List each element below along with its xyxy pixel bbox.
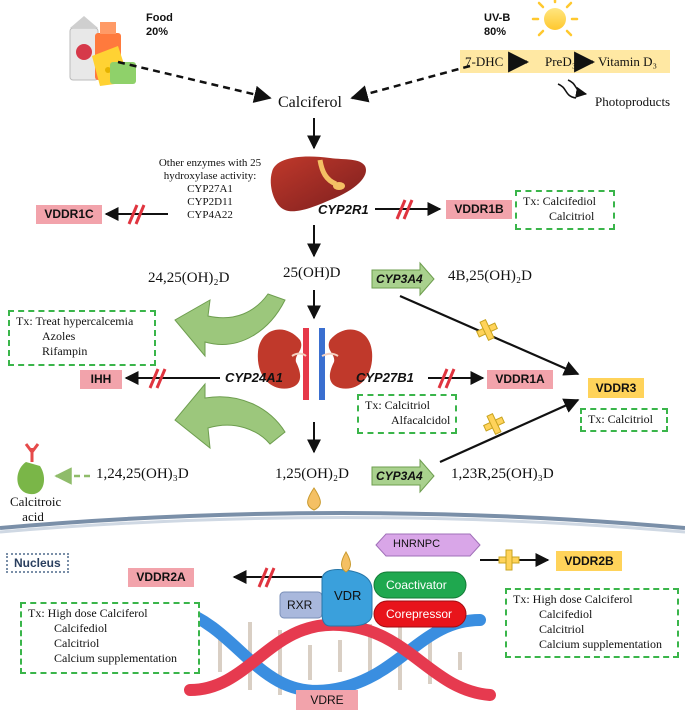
cyp3a4-bottom-label: CYP3A4 (376, 469, 423, 483)
other-enzymes-list: Other enzymes with 25 hydroxylase activi… (150, 157, 270, 222)
ihh-tx-line-3: Rifampin (42, 344, 88, 358)
skin-7dhc: 7-DHC (465, 54, 504, 69)
vddr1b-badge: VDDR1B (446, 200, 512, 219)
skin-pred3: PreD₃ (545, 54, 577, 69)
ihh-badge: IHH (80, 370, 122, 389)
gallbladder-icon (17, 443, 45, 495)
vddr3-treatment-box: Tx: Calcitriol (580, 408, 668, 432)
other-enzymes-cyp2d11: CYP2D11 (187, 196, 233, 208)
vddr2b-treatment-box: Tx: High dose Calciferol Calcifediol Cal… (505, 588, 679, 658)
plus-mark-top (476, 319, 498, 341)
vddr2a-tx-line-3: Calcitriol (54, 636, 100, 650)
other-enzymes-cyp27a1: CYP27A1 (187, 183, 233, 195)
coactivator-shape (373, 571, 467, 599)
metabolite-1-23r-25ohd: 1,23R,25(OH)₃D (451, 466, 554, 482)
vddr1b-tx-line-2: Calcitriol (549, 209, 595, 223)
block-mark-vddr1a (437, 368, 456, 389)
metabolite-1-24-25ohd: 1,24,25(OH)₃D (96, 466, 189, 482)
vddr2b-badge: VDDR2B (556, 551, 622, 571)
other-enzymes-cyp4a22: CYP4A22 (187, 209, 233, 221)
hnrnpc-shape (375, 533, 481, 557)
food-to-calciferol-arrow (117, 60, 272, 103)
123r-to-vddr3-arrow (439, 398, 580, 464)
cyp3a4-bottom-arrow (371, 458, 435, 494)
vddr1a-treatment-box: Tx: Calcitriol Alfacalcidol (357, 394, 457, 434)
corepressor-label: Corepressor (386, 607, 453, 621)
vddr2b-tx-line-4: Calcium supplementation (539, 637, 662, 651)
vddr1a-badge: VDDR1A (487, 370, 553, 389)
calciferol-label: Calciferol (278, 94, 342, 111)
photoproducts-label: Photoproducts (595, 94, 671, 109)
vddr3-badge: VDDR3 (588, 378, 644, 398)
rxr-label: RXR (287, 598, 313, 612)
vddr2a-tx-line-1: Tx: High dose Calciferol (28, 606, 148, 620)
metabolite-24-25ohd: 24,25(OH)₂D (148, 270, 230, 286)
plus-mark-nucleus (498, 549, 520, 571)
uvb-percent: 80% (484, 26, 507, 38)
corepressor-shape (373, 600, 467, 628)
vddr1b-tx-line-1: Tx: Calcifediol (523, 194, 596, 208)
hnrnpc-label: HNRNPC (393, 538, 441, 550)
ihh-tx-line-2: Azoles (42, 329, 76, 343)
vddr1a-tx-line-2: Alfacalcidol (391, 413, 451, 427)
cyp27b1-label: CYP27B1 (356, 370, 414, 385)
vddr2a-tx-line-4: Calcium supplementation (54, 651, 177, 665)
kidney-icon (257, 328, 373, 400)
block-mark-vddr1c (127, 204, 146, 225)
calcitroic-line-1: Calcitroic (10, 494, 62, 509)
food-percent: 20% (146, 26, 169, 38)
vddr2b-tx-line-3: Calcitriol (539, 622, 585, 636)
ihh-tx-line-1: Tx: Treat hypercalcemia (16, 314, 134, 328)
metabolite-4b-25ohd: 4B,25(OH)₂D (448, 268, 532, 284)
photoproducts-arrow (557, 79, 588, 99)
plus-mark-bottom (483, 413, 505, 435)
vddr2b-tx-line-2: Calcifediol (539, 607, 593, 621)
block-mark-vddr2a (257, 567, 276, 588)
vdr-ligand-drop (341, 551, 351, 573)
vddr2a-tx-line-2: Calcifediol (54, 621, 108, 635)
uvb-label: UV-B (484, 12, 511, 24)
calcitroic-line-2: acid (22, 509, 44, 524)
cyp24a1-label: CYP24A1 (225, 370, 283, 385)
food-label: Food (146, 12, 173, 24)
coactivator-label: Coactivator (386, 578, 447, 592)
sun-icon (531, 0, 579, 37)
vdr-label: VDR (334, 588, 362, 603)
skin-vitamin-d3: Vitamin D₃ (598, 54, 657, 69)
other-enzymes-line-2: hydroxylase activity: (163, 170, 257, 182)
liver-icon (270, 156, 367, 212)
ihh-treatment-box: Tx: Treat hypercalcemia Azoles Rifampin (8, 310, 156, 366)
vdre-label: VDRE (296, 690, 358, 710)
cyp2r1-label: CYP2R1 (318, 202, 369, 217)
other-enzymes-line-1: Other enzymes with 25 (158, 157, 262, 169)
metabolite-1-25ohd: 1,25(OH)₂D (275, 466, 349, 482)
nuclear-membrane (0, 511, 685, 530)
food-icon (69, 16, 136, 86)
vddr1b-treatment-box: Tx: Calcifediol Calcitriol (515, 190, 615, 230)
cyp24a1-lower-recycle-arrow (174, 382, 286, 450)
metabolite-25ohd: 25(OH)D (283, 265, 341, 281)
calcitroic-acid-label: Calcitroic acid (10, 494, 62, 524)
vddr2a-badge: VDDR2A (128, 568, 194, 587)
vddr2a-treatment-box: Tx: High dose Calciferol Calcifediol Cal… (20, 602, 200, 674)
vddr3-tx-line-1: Tx: Calcitriol (588, 412, 653, 426)
receptor-complex (279, 533, 481, 628)
cyp3a4-top-arrow (371, 261, 435, 297)
droplet-icon (307, 487, 321, 511)
cyp24a1-upper-recycle-arrow (174, 293, 286, 358)
block-mark-ihh (148, 368, 167, 389)
vddr2b-tx-line-1: Tx: High dose Calciferol (513, 592, 633, 606)
cyp3a4-top-label: CYP3A4 (376, 272, 423, 286)
nucleus-label: Nucleus (6, 553, 69, 573)
block-mark-vddr1b (395, 199, 414, 220)
vddr1a-tx-line-1: Tx: Calcitriol (365, 398, 430, 412)
vdr-shape (321, 569, 373, 627)
vddr1c-badge: VDDR1C (36, 205, 102, 224)
uvb-to-calciferol-arrow (350, 64, 471, 103)
